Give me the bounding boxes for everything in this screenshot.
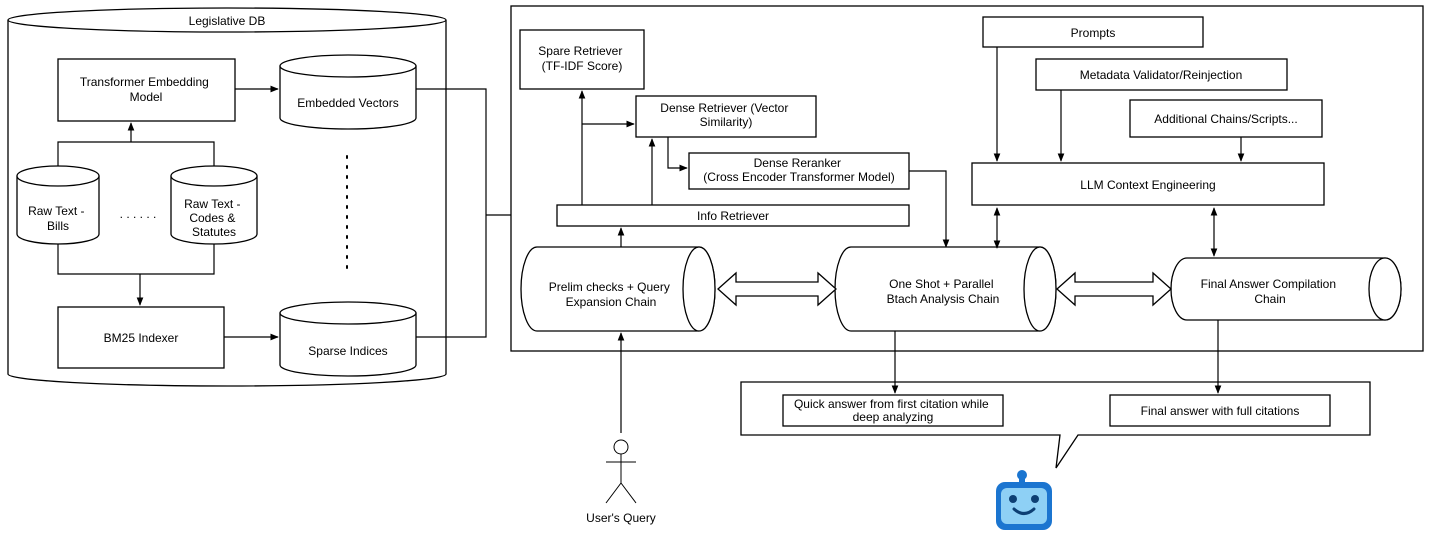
info-retriever-label: Info Retriever	[697, 209, 769, 223]
one-shot-chain-label-2: Btach Analysis Chain	[887, 292, 1000, 306]
metadata-validator-label: Metadata Validator/Reinjection	[1080, 68, 1243, 82]
svg-text:Spare Retriever (TF-IDF: Spare Retriever (TF-IDF Score)	[538, 44, 625, 73]
spare-retriever-box: Spare Retriever (TF-IDF Score)	[519, 29, 645, 90]
transformer-embedding-label-2: Model	[130, 90, 163, 104]
final-answer-label: Final answer with full citations	[1141, 404, 1300, 418]
svg-text:Raw Text - Bills: Raw Text - Bills	[28, 204, 88, 233]
dense-reranker-box: Dense Reranker (Cross Encoder Transforme…	[688, 152, 910, 190]
dense-retriever-box: Dense Retriever (Vector Similarity)	[635, 95, 817, 138]
prelim-chain-label-1: Prelim checks + Query	[549, 280, 670, 294]
embedded-vectors-label: Embedded Vectors	[297, 96, 398, 110]
llm-context-box: LLM Context Engineering	[971, 162, 1325, 206]
svg-text:Dense Retriever (Vector: Dense Retriever (Vector Similarity)	[660, 101, 791, 129]
dense-reranker-label-2: (Cross Encoder Transformer Model)	[703, 170, 894, 184]
raw-text-codes-cylinder: Raw Text - Codes & Statutes	[170, 165, 258, 245]
final-answer-box: Final answer with full citations	[1109, 394, 1331, 427]
robot-icon	[996, 470, 1052, 530]
quick-answer-label-2: deep analyzing	[853, 410, 934, 424]
legislative-db-title: Legislative DB	[189, 14, 266, 28]
retriever-connectors	[578, 90, 950, 248]
svg-text:One Shot + Parallel Btac: One Shot + Parallel Btach Analysis Chain	[887, 277, 1000, 306]
additional-chains-label: Additional Chains/Scripts...	[1154, 112, 1297, 126]
quick-answer-label-1: Quick answer from first citation while	[794, 397, 989, 411]
output-connectors	[617, 320, 1222, 433]
double-arrow-prelim-oneshot	[717, 271, 837, 307]
transformer-embedding-label-1: Transformer Embedding	[80, 75, 209, 89]
dense-retriever-label-1: Dense Retriever (Vector	[660, 101, 788, 115]
svg-text:Prelim checks + Query Ex: Prelim checks + Query Expansion Chain	[549, 280, 673, 309]
user-figure-icon	[605, 439, 637, 504]
final-chain-label-1: Final Answer Compilation	[1201, 277, 1336, 291]
svg-text:Final Answer Compilation: Final Answer Compilation Chain	[1201, 277, 1340, 306]
prelim-chain-label-2: Expansion Chain	[566, 295, 657, 309]
llm-connectors	[993, 47, 1245, 257]
svg-text:Raw Text - Codes &: Raw Text - Codes & Statutes	[184, 197, 244, 239]
additional-chains-box: Additional Chains/Scripts...	[1129, 99, 1323, 138]
sparse-indices-label: Sparse Indices	[308, 344, 387, 358]
prompts-label: Prompts	[1071, 26, 1116, 40]
dense-reranker-label-1: Dense Reranker	[754, 156, 841, 170]
svg-text:Dense Reranker (Cross En: Dense Reranker (Cross Encoder Transforme…	[703, 156, 894, 184]
llm-context-label: LLM Context Engineering	[1080, 178, 1215, 192]
raw-text-codes-label-1: Raw Text -	[184, 197, 240, 211]
spare-retriever-label-1: Spare Retriever	[538, 44, 622, 58]
raw-text-bills-cylinder: Raw Text - Bills	[16, 165, 100, 245]
quick-answer-box: Quick answer from first citation while d…	[782, 394, 1004, 427]
metadata-validator-box: Metadata Validator/Reinjection	[1035, 58, 1288, 91]
prelim-chain-cylinder: Prelim checks + Query Expansion Chain	[520, 246, 716, 332]
prompts-box: Prompts	[982, 16, 1204, 48]
embedded-vectors-cylinder: Embedded Vectors	[279, 54, 417, 130]
one-shot-chain-cylinder: One Shot + Parallel Btach Analysis Chain	[834, 246, 1057, 332]
info-retriever-box: Info Retriever	[556, 204, 910, 227]
svg-text:Quick answer from first citati: Quick answer from first citation while d…	[794, 397, 992, 424]
spare-retriever-label-2: (TF-IDF Score)	[542, 59, 623, 73]
transformer-embedding-model-box: Transformer Embedding Model	[57, 58, 236, 122]
user-query-label: User's Query	[586, 511, 656, 525]
dense-retriever-label-2: Similarity)	[700, 115, 753, 129]
raw-text-codes-label-2: Codes &	[189, 211, 235, 225]
double-arrow-oneshot-final	[1056, 271, 1172, 307]
bm25-indexer-label: BM25 Indexer	[104, 331, 179, 345]
final-chain-label-2: Chain	[1254, 292, 1285, 306]
svg-text:Transformer Embedding Mo: Transformer Embedding Model	[80, 75, 212, 104]
raw-text-bills-label-2: Bills	[47, 219, 69, 233]
one-shot-chain-label-1: One Shot + Parallel	[889, 277, 993, 291]
raw-text-ellipsis: . . . . . .	[120, 207, 157, 221]
bm25-indexer-box: BM25 Indexer	[57, 306, 225, 369]
final-chain-cylinder: Final Answer Compilation Chain	[1170, 257, 1402, 321]
raw-text-codes-label-3: Statutes	[192, 225, 236, 239]
sparse-indices-cylinder: Sparse Indices	[279, 301, 417, 377]
raw-text-bills-label-1: Raw Text -	[28, 204, 84, 218]
